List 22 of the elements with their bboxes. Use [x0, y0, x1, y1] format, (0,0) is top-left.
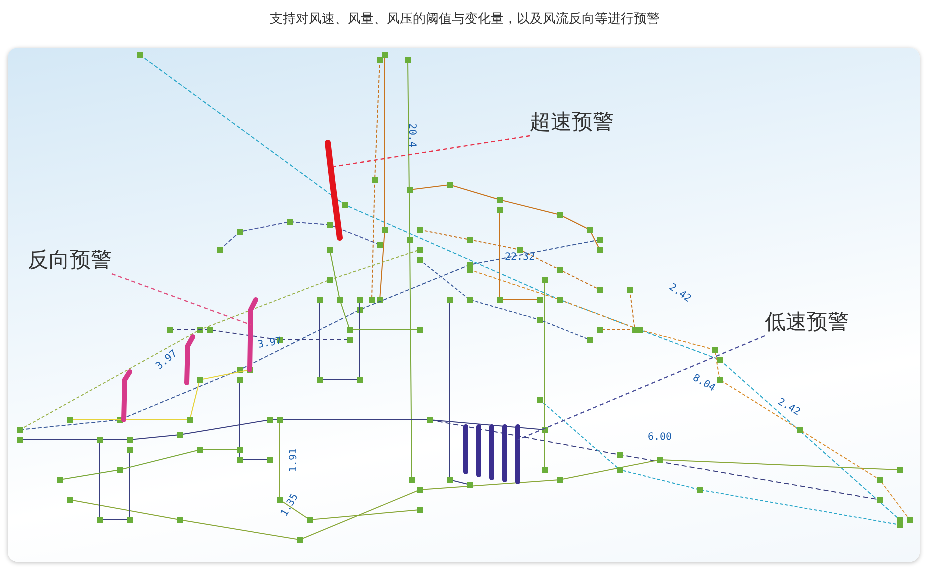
airway-segment — [516, 424, 520, 484]
airflow-value: 6.00 — [648, 432, 672, 443]
airway-segment — [248, 298, 258, 372]
airway-segment — [184, 334, 196, 386]
title: 支持对风速、风量、风压的阈值与变化量，以及风流反向等进行预警 — [269, 11, 661, 28]
airway-segment — [476, 424, 482, 478]
airway-segment — [502, 424, 508, 482]
airflow-value: 20.4 — [406, 123, 418, 148]
airway-segment — [464, 424, 468, 474]
airway-segment — [122, 370, 132, 422]
airway-segment — [490, 424, 494, 480]
airflow-value: 1.91 — [288, 448, 300, 473]
callout-label: 反向预警 — [28, 246, 112, 274]
leader-line — [112, 273, 252, 326]
callout-label: 超速预警 — [530, 108, 614, 136]
airflow-value: 3.97 — [257, 336, 283, 351]
leader-line — [518, 335, 766, 441]
airway-segment — [325, 140, 343, 241]
leader-line — [332, 135, 530, 168]
airflow-value: 8.04 — [690, 372, 718, 394]
callout-label: 低速预警 — [765, 308, 849, 336]
airflow-value: 22.32 — [505, 252, 536, 263]
